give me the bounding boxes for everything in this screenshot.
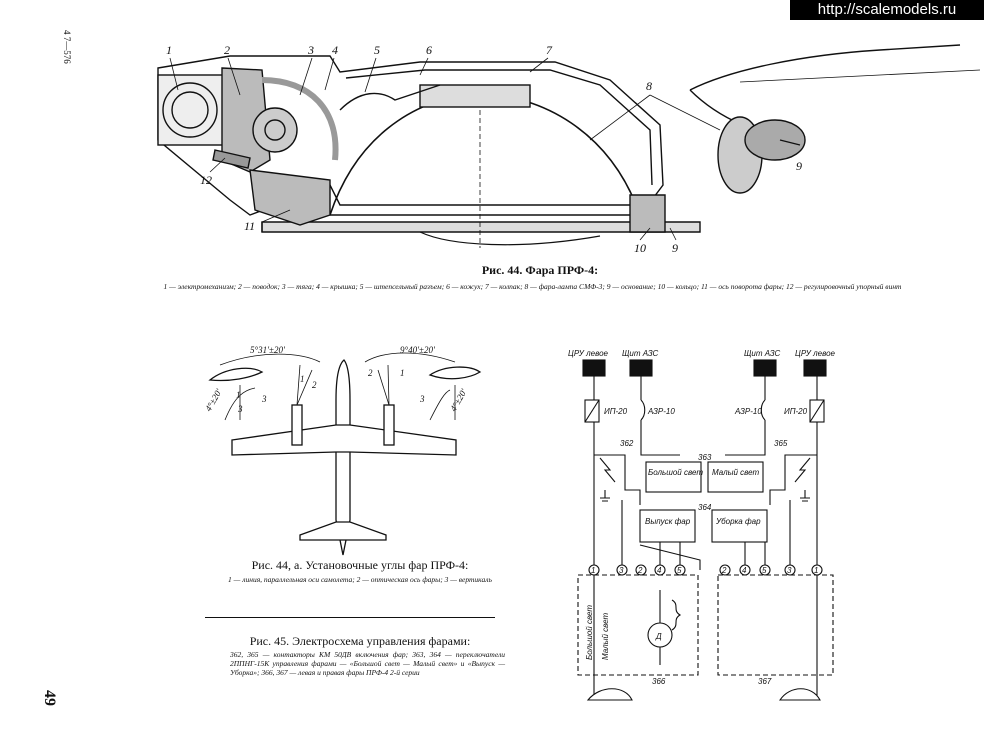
callout-1: 1 — [166, 43, 172, 57]
sch-366: 366 — [652, 677, 666, 686]
divider — [205, 617, 495, 618]
sch-t4: 4 — [657, 566, 662, 575]
sch-ip-right: ИП-20 — [784, 407, 808, 416]
callout-7: 7 — [546, 43, 553, 57]
sch-retract: Уборка фар — [715, 517, 761, 526]
callout-11: 11 — [244, 219, 255, 233]
a-callout-2r: 2 — [368, 368, 373, 378]
callout-9: 9 — [672, 241, 678, 255]
sch-t1r: 1 — [814, 566, 818, 575]
sch-small-light: Малый свет — [712, 468, 760, 477]
sch-side-small: Малый свет — [601, 612, 610, 660]
fig44-legend: 1 — электромеханизм; 2 — поводок; 3 — тя… — [163, 282, 902, 291]
sch-t3r: 3 — [787, 566, 792, 575]
fig44-title: Рис. 44. Фара ПРФ-4: — [481, 263, 599, 277]
a-callout-3: 3 — [261, 394, 267, 404]
sch-363: 363 — [698, 453, 712, 462]
sch-top-right-2: ЦРУ левое — [795, 349, 836, 358]
a-callout-2: 2 — [312, 380, 317, 390]
sch-top-left-1: ЦРУ левое — [568, 349, 609, 358]
callout-5: 5 — [374, 43, 380, 57]
sch-ip-left: ИП-20 — [604, 407, 628, 416]
sch-362: 362 — [620, 439, 634, 448]
sch-t5r: 5 — [762, 566, 767, 575]
sch-t2: 2 — [637, 566, 643, 575]
sch-top-right-1: Щит АЗС — [744, 349, 780, 358]
sch-azr-right: АЗР-10 — [734, 407, 762, 416]
callout-10: 10 — [634, 241, 646, 255]
a-callout-1: 1 — [300, 374, 305, 384]
a-callout-3r: 3 — [419, 394, 425, 404]
a-callout-3l: 3 — [237, 404, 243, 414]
watermark: http://scalemodels.ru — [790, 0, 984, 20]
fig45-legend: 362, 365 — контакторы КМ 50ДВ включения … — [230, 650, 505, 677]
a-callout-1l: 1 — [236, 390, 241, 400]
callout-8: 8 — [646, 79, 652, 93]
sch-extend: Выпуск фар — [645, 517, 691, 526]
sch-367: 367 — [758, 677, 772, 686]
sch-t4r: 4 — [742, 566, 747, 575]
angle-1: 5°31'±20' — [250, 345, 286, 355]
fig44a-title: Рис. 44, а. Установочные углы фар ПРФ-4: — [251, 558, 469, 572]
sch-t3: 3 — [619, 566, 624, 575]
sch-motor: Д — [655, 632, 662, 641]
sch-side-big: Большой свет — [585, 605, 594, 660]
sch-t1: 1 — [591, 566, 595, 575]
callout-3: 3 — [307, 43, 314, 57]
callout-2: 2 — [224, 43, 230, 57]
sch-t2r: 2 — [721, 566, 727, 575]
sch-top-left-2: Щит АЗС — [622, 349, 658, 358]
callout-6: 6 — [426, 43, 432, 57]
sch-t5: 5 — [677, 566, 682, 575]
sch-big-light: Большой свет — [648, 468, 703, 477]
sch-364: 364 — [698, 503, 712, 512]
fig45-title: Рис. 45. Электросхема управления фарами: — [249, 634, 471, 648]
sch-365: 365 — [774, 439, 788, 448]
fig44a-legend: 1 — линия, параллельная оси самолета; 2 … — [228, 575, 492, 584]
angle-3: 9°40'±20' — [400, 345, 436, 355]
callout-4: 4 — [332, 43, 338, 57]
a-callout-1r: 1 — [400, 368, 405, 378]
callout-12: 12 — [200, 173, 212, 187]
callout-9-lamp: 9 — [796, 159, 802, 173]
sch-azr-left: АЗР-10 — [647, 407, 675, 416]
